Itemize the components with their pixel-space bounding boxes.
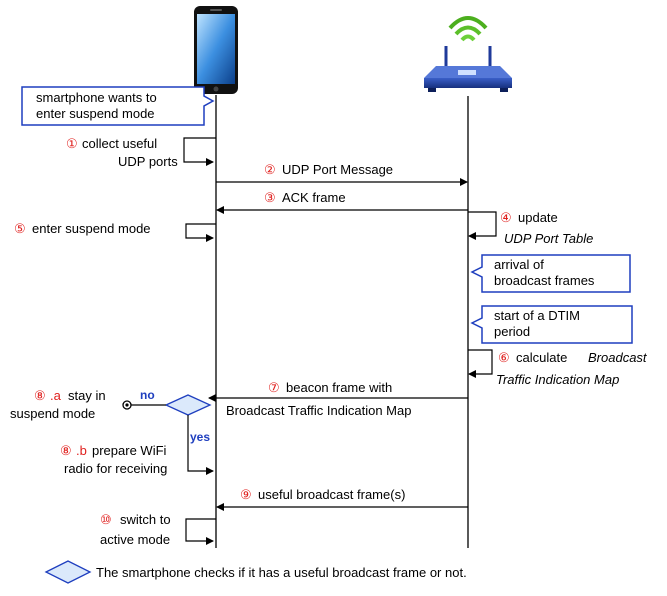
decision-diamond bbox=[164, 394, 212, 416]
branch-yes: yes bbox=[187, 415, 214, 475]
svg-text:ACK frame: ACK frame bbox=[282, 190, 346, 205]
svg-text:beacon frame with: beacon frame with bbox=[286, 380, 392, 395]
svg-text:suspend mode: suspend mode bbox=[10, 406, 95, 421]
svg-text:radio for receiving: radio for receiving bbox=[64, 461, 167, 476]
svg-text:Broadcast: Broadcast bbox=[588, 350, 648, 365]
svg-text:①: ① bbox=[66, 136, 78, 151]
svg-text:collect useful: collect useful bbox=[82, 136, 157, 151]
svg-text:arrival of: arrival of bbox=[494, 257, 544, 272]
step-6-calculate-map: ⑥ calculate Broadcast Traffic Indication… bbox=[468, 349, 648, 387]
svg-text:period: period bbox=[494, 324, 530, 339]
svg-text:⑩: ⑩ bbox=[100, 512, 112, 527]
svg-text:UDP ports: UDP ports bbox=[118, 154, 178, 169]
step-5-enter-suspend: ⑤ enter suspend mode bbox=[14, 221, 216, 242]
legend-diamond-icon bbox=[44, 560, 92, 584]
svg-text:broadcast frames: broadcast frames bbox=[494, 273, 595, 288]
svg-text:calculate: calculate bbox=[516, 350, 567, 365]
svg-text:update: update bbox=[518, 210, 558, 225]
svg-text:prepare WiFi: prepare WiFi bbox=[92, 443, 167, 458]
svg-text:The smartphone checks if it ha: The smartphone checks if it has a useful… bbox=[96, 565, 467, 580]
svg-text:switch to: switch to bbox=[120, 512, 171, 527]
legend: The smartphone checks if it has a useful… bbox=[44, 560, 467, 584]
svg-text:no: no bbox=[140, 388, 155, 402]
svg-text:stay in: stay in bbox=[68, 388, 106, 403]
note-dtim-start: start of a DTIM period bbox=[470, 305, 633, 344]
svg-text:UDP Port Table: UDP Port Table bbox=[504, 231, 593, 246]
svg-text:⑦: ⑦ bbox=[268, 380, 280, 395]
svg-text:start of a DTIM: start of a DTIM bbox=[494, 308, 580, 323]
svg-text:.b: .b bbox=[76, 443, 87, 458]
smartphone-icon bbox=[194, 6, 238, 94]
svg-text:④: ④ bbox=[500, 210, 512, 225]
svg-text:⑥: ⑥ bbox=[498, 350, 510, 365]
router-icon bbox=[424, 16, 512, 92]
step-8b-prepare-radio: ⑧ .b prepare WiFi radio for receiving bbox=[60, 443, 167, 476]
svg-text:③: ③ bbox=[264, 190, 276, 205]
svg-text:Traffic Indication Map: Traffic Indication Map bbox=[496, 372, 619, 387]
message-ack-frame: ③ ACK frame bbox=[216, 190, 468, 214]
step-8a-stay-suspend: ⑧ .a stay in suspend mode bbox=[10, 388, 106, 421]
svg-text:.a: .a bbox=[50, 388, 62, 403]
svg-text:yes: yes bbox=[190, 430, 210, 444]
svg-text:Broadcast Traffic Indication M: Broadcast Traffic Indication Map bbox=[226, 403, 411, 418]
svg-text:enter suspend mode: enter suspend mode bbox=[32, 221, 151, 236]
svg-text:UDP Port Message: UDP Port Message bbox=[282, 162, 393, 177]
svg-text:enter suspend mode: enter suspend mode bbox=[36, 106, 155, 121]
message-useful-broadcast: ⑨ useful broadcast frame(s) bbox=[216, 487, 468, 511]
svg-text:⑧: ⑧ bbox=[60, 443, 72, 458]
svg-text:⑤: ⑤ bbox=[14, 221, 26, 236]
note-suspend-request: smartphone wants to enter suspend mode bbox=[21, 86, 215, 126]
svg-text:⑨: ⑨ bbox=[240, 487, 252, 502]
svg-text:smartphone wants to: smartphone wants to bbox=[36, 90, 157, 105]
branch-no: no bbox=[122, 388, 166, 410]
message-udp-port: ② UDP Port Message bbox=[216, 162, 468, 186]
svg-text:⑧: ⑧ bbox=[34, 388, 46, 403]
svg-text:②: ② bbox=[264, 162, 276, 177]
message-beacon-frame: ⑦ beacon frame with Broadcast Traffic In… bbox=[208, 380, 468, 418]
svg-text:useful broadcast frame(s): useful broadcast frame(s) bbox=[258, 487, 405, 502]
step-10-switch-active: ⑩ switch to active mode bbox=[100, 512, 216, 547]
svg-text:active mode: active mode bbox=[100, 532, 170, 547]
step-4-update-table: ④ update UDP Port Table bbox=[468, 210, 593, 246]
note-broadcast-arrival: arrival of broadcast frames bbox=[470, 254, 631, 293]
step-1-collect-ports: ① collect useful UDP ports bbox=[66, 136, 216, 169]
